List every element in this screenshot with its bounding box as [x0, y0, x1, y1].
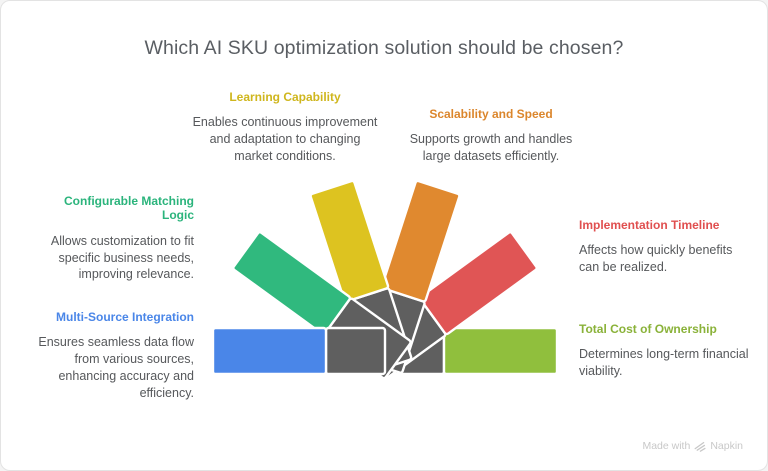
napkin-logo-icon	[694, 441, 706, 452]
made-with-napkin-watermark: Made with Napkin	[642, 440, 743, 452]
section-body-learning-capability: Enables continuous improvement and adapt…	[192, 115, 378, 163]
fan-blade-multi-source-integration	[211, 326, 387, 376]
section-total-cost-of-ownership: Total Cost of Ownership Determines long-…	[579, 322, 751, 380]
section-learning-capability: Learning Capability Enables continuous i…	[190, 90, 380, 165]
section-heading-total-cost-of-ownership: Total Cost of Ownership	[579, 322, 717, 336]
page-title: Which AI SKU optimization solution shoul…	[144, 37, 624, 59]
section-multi-source-integration: Multi-Source Integration Ensures seamles…	[37, 310, 194, 401]
section-body-configurable-matching-logic: Allows customization to fit specific bus…	[50, 233, 194, 282]
section-body-total-cost-of-ownership: Determines long-term financial viability…	[579, 347, 749, 379]
section-heading-multi-source-integration: Multi-Source Integration	[56, 310, 194, 324]
section-implementation-timeline: Implementation Timeline Affects how quic…	[579, 218, 751, 276]
section-body-scalability-and-speed: Supports growth and handles large datase…	[409, 132, 573, 164]
section-heading-scalability-and-speed: Scalability and Speed	[429, 107, 553, 121]
section-body-implementation-timeline: Affects how quickly benefits can be real…	[579, 243, 733, 275]
section-heading-implementation-timeline: Implementation Timeline	[579, 218, 720, 232]
section-heading-configurable-matching-logic: Configurable Matching Logic	[64, 194, 194, 223]
section-heading-learning-capability: Learning Capability	[229, 90, 341, 104]
section-configurable-matching-logic: Configurable Matching Logic Allows custo…	[37, 194, 194, 283]
watermark-prefix: Made with	[642, 440, 691, 452]
section-scalability-and-speed: Scalability and Speed Supports growth an…	[399, 107, 583, 165]
watermark-brand: Napkin	[710, 440, 743, 452]
section-body-multi-source-integration: Ensures seamless data flow from various …	[38, 335, 194, 400]
